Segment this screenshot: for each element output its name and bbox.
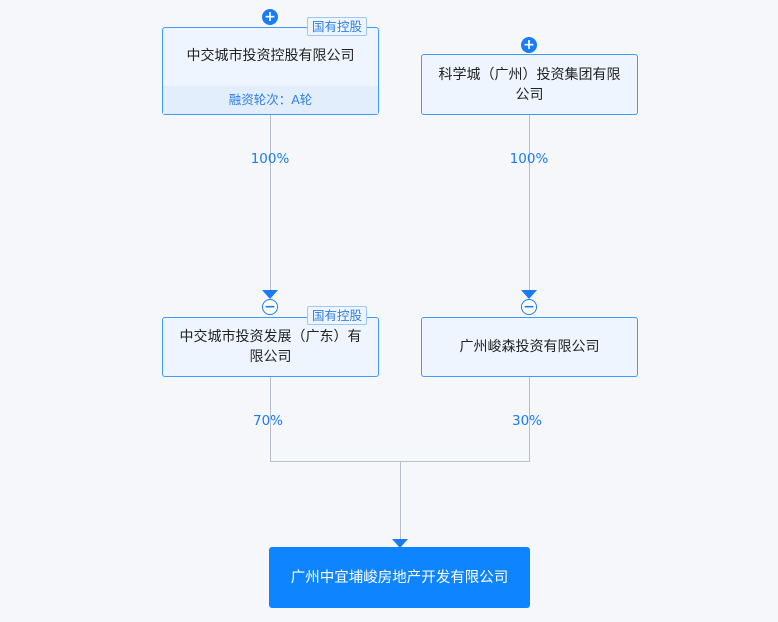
shareholder-node[interactable]: 科学城（广州）投资集团有限公司: [421, 54, 638, 115]
state-owned-tag: 国有控股: [307, 17, 368, 36]
shareholder-node[interactable]: 广州峻森投资有限公司: [421, 317, 638, 377]
edge-line: [529, 114, 530, 294]
edge-line: [270, 114, 271, 294]
shareholder-node[interactable]: 中交城市投资发展（广东）有限公司: [162, 317, 379, 377]
edge-percent: 100%: [509, 151, 549, 167]
target-company-node[interactable]: 广州中宜埔峻房地产开发有限公司: [269, 547, 530, 608]
node-name: 中交城市投资控股有限公司: [186, 48, 355, 64]
collapse-icon[interactable]: −: [262, 299, 278, 315]
node-name: 广州中宜埔峻房地产开发有限公司: [290, 569, 509, 586]
edge-percent: 30%: [511, 413, 542, 429]
edge-line: [270, 376, 271, 462]
edge-line: [529, 376, 530, 462]
edge-percent: 70%: [252, 413, 283, 429]
state-owned-tag: 国有控股: [307, 306, 368, 325]
edge-line: [400, 461, 401, 541]
arrow-icon: [392, 539, 408, 548]
financing-round: 融资轮次：A轮: [163, 86, 378, 114]
node-name: 科学城（广州）投资集团有限公司: [438, 66, 621, 103]
edge-percent: 100%: [250, 151, 290, 167]
node-name: 中交城市投资发展（广东）有限公司: [179, 329, 362, 365]
arrow-icon: [262, 290, 278, 299]
expand-icon[interactable]: +: [262, 9, 278, 25]
arrow-icon: [521, 290, 537, 299]
expand-icon[interactable]: +: [521, 37, 537, 53]
shareholder-node[interactable]: 中交城市投资控股有限公司 融资轮次：A轮: [162, 27, 379, 115]
collapse-icon[interactable]: −: [521, 299, 537, 315]
node-name: 广州峻森投资有限公司: [459, 339, 600, 355]
